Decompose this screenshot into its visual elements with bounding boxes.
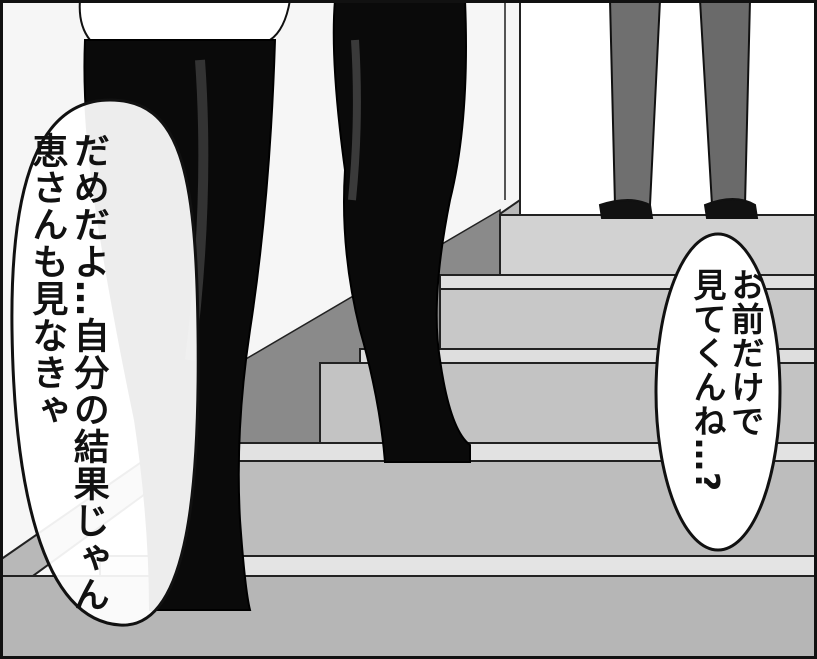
left-speech-bubble bbox=[10, 98, 200, 627]
right-bubble-line-1: お前だけで bbox=[725, 268, 765, 438]
step-1 bbox=[499, 214, 817, 276]
left-bubble-line-1: だめだよ…自分の結果じゃん bbox=[67, 132, 109, 613]
right-speech-bubble bbox=[654, 232, 782, 552]
right-bubble-text: お前だけで 見てくんね…? bbox=[687, 268, 765, 493]
grey-trousers bbox=[598, 0, 759, 219]
right-bubble-line-2: 見てくんね…? bbox=[687, 268, 727, 493]
upper-landing-wall bbox=[520, 0, 817, 215]
black-trousers-right-leg bbox=[332, 0, 471, 463]
left-bubble-line-2: 恵さんも見なきゃ bbox=[26, 132, 68, 428]
left-bubble-text: だめだよ…自分の結果じゃん 恵さんも見なきゃ bbox=[26, 132, 109, 613]
